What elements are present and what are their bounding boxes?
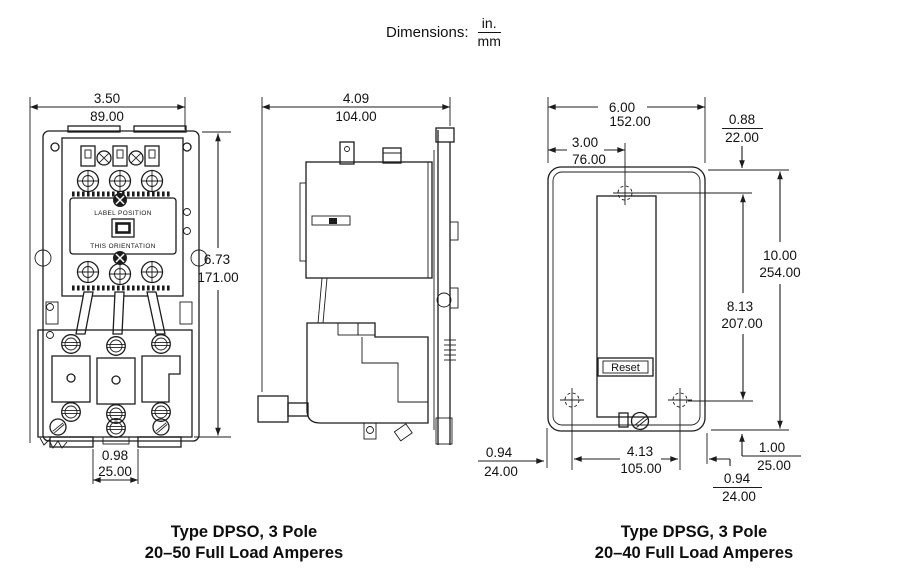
dpsg-right-offset-in: 0.94: [724, 471, 751, 486]
dpsg-caption-line2: 20–40 Full Load Amperes: [594, 544, 794, 562]
dpso-slot-in: 0.98: [102, 448, 128, 463]
dim-dpsg-hole-span-vertical: 8.13 207.00: [634, 192, 763, 402]
dpsg-left-offset-in: 0.94: [486, 445, 513, 460]
bottom-screw: [630, 411, 650, 431]
reset-button-label: Reset: [611, 362, 640, 374]
dim-dpsg-width: 6.00 152.00: [547, 97, 706, 163]
dpsg-bottom-offset-mm: 25.00: [757, 458, 791, 473]
dpsg-hole-span-h-in: 4.13: [627, 444, 653, 459]
dpsg-height-mm: 254.00: [759, 265, 800, 280]
dim-dpsg-right-offset: 0.94 24.00: [706, 433, 762, 504]
dim-dpso-depth: 4.09 104.00: [261, 91, 451, 392]
dimensions-legend: Dimensions: in. mm: [386, 16, 501, 49]
this-orientation-text: THIS ORIENTATION: [90, 243, 155, 250]
dim-dpsg-left-offset: 0.94 24.00: [478, 428, 548, 479]
dpso-caption: Type DPSO, 3 Pole 20–50 Full Load Ampere…: [84, 522, 404, 564]
dpsg-hole-center-mm: 76.00: [572, 152, 606, 167]
dpsg-height-in: 10.00: [763, 248, 797, 263]
units-fraction: in. mm: [478, 16, 501, 49]
dim-dpsg-top-offset: 0.88 22.00: [708, 112, 789, 171]
dpso-caption-line2: 20–50 Full Load Amperes: [144, 544, 344, 562]
dpso-bottom-terminals: [72, 260, 172, 291]
dpsg-hole-span-v-in: 8.13: [727, 299, 753, 314]
dpso-height-mm: 171.00: [197, 270, 238, 285]
dpso-slot-mm: 25.00: [98, 464, 132, 479]
dpsg-hole-span-v-mm: 207.00: [721, 316, 762, 331]
dim-dpso-slot: 0.98 25.00: [92, 448, 139, 484]
dpsg-right-offset-mm: 24.00: [722, 489, 756, 504]
dim-dpsg-height: 10.00 254.00: [711, 171, 801, 431]
unit-millimeters: mm: [477, 33, 501, 49]
dpsg-width-mm: 152.00: [609, 114, 650, 129]
dpsg-hole-span-h-mm: 105.00: [620, 461, 661, 476]
dpso-depth-in: 4.09: [343, 91, 369, 106]
dpso-top-terminals: [72, 145, 172, 197]
dpso-width-mm: 89.00: [90, 109, 124, 124]
dim-dpso-width: 3.50 89.00: [29, 91, 186, 443]
mounting-hole-bottom-right: [667, 387, 693, 413]
dpso-side-view: [257, 127, 459, 445]
dim-dpso-height: 6.73 171.00: [194, 131, 239, 438]
dpsg-width-in: 6.00: [609, 100, 635, 115]
mounting-hole-bottom-left: [559, 387, 585, 413]
dim-dpsg-hole-center: 3.00 76.00: [547, 135, 626, 185]
dimensions-label: Dimensions:: [386, 24, 469, 41]
dpso-height-in: 6.73: [204, 252, 230, 267]
dpsg-top-offset-in: 0.88: [729, 112, 755, 127]
dpsg-caption: Type DPSG, 3 Pole 20–40 Full Load Ampere…: [534, 522, 854, 564]
dpso-front-view: LABEL POSITION THIS ORIENTATION: [34, 125, 208, 449]
dpso-depth-mm: 104.00: [335, 109, 376, 124]
dpsg-top-offset-mm: 22.00: [725, 130, 759, 145]
unit-inches: in.: [477, 16, 501, 33]
reset-button: Reset: [597, 357, 654, 377]
dpsg-bottom-offset-in: 1.00: [759, 440, 785, 455]
dpso-overload-block: [37, 329, 193, 449]
dpsg-front-view: Reset: [547, 166, 706, 432]
dpso-width-in: 3.50: [94, 91, 120, 106]
dpsg-hole-center-in: 3.00: [572, 135, 598, 150]
dpsg-left-offset-mm: 24.00: [484, 464, 518, 479]
dpso-caption-line1: Type DPSO, 3 Pole: [170, 523, 318, 541]
dpso-label-plate: LABEL POSITION THIS ORIENTATION: [69, 193, 177, 265]
mounting-rail: [433, 127, 459, 445]
dim-dpsg-hole-span-horizontal: 4.13 105.00: [571, 412, 681, 476]
dpsg-caption-line1: Type DPSG, 3 Pole: [620, 523, 768, 541]
dim-dpsg-bottom-offset: 1.00 25.00: [739, 434, 801, 473]
label-position-text: LABEL POSITION: [94, 210, 152, 217]
